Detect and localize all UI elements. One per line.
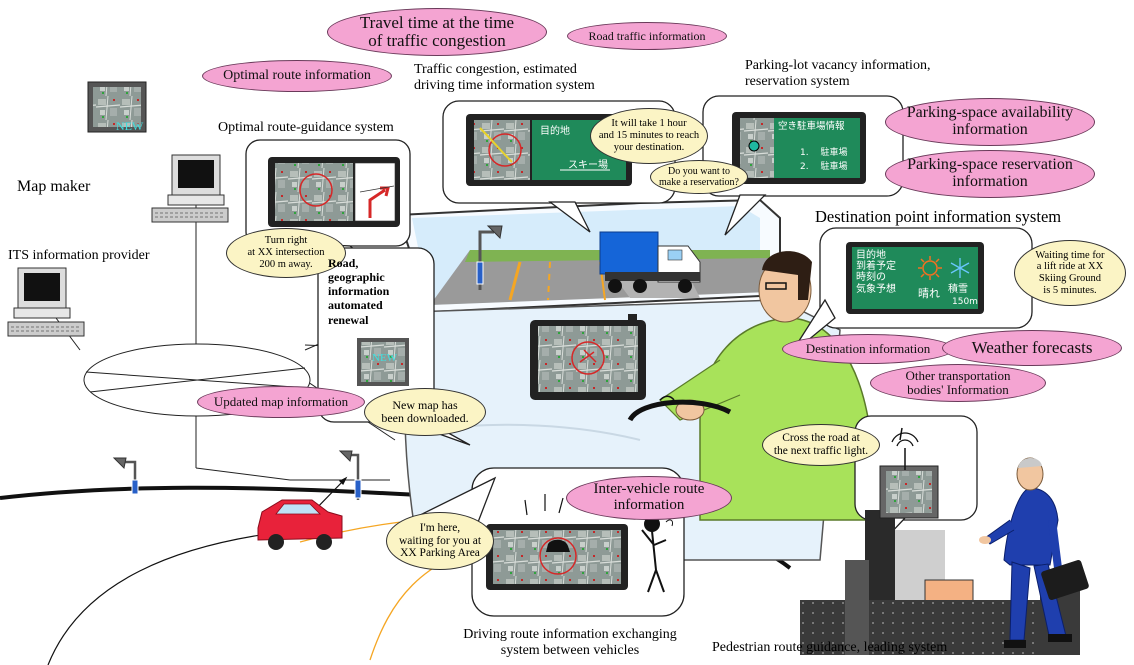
new-map-screen xyxy=(357,338,409,386)
new-map-bubble: New map has been downloaded. xyxy=(364,388,486,436)
reservation-question-bubble: Do you want to make a reservation? xyxy=(650,160,748,194)
im-here-bubble: I'm here, waiting for you at XX Parking … xyxy=(386,512,494,570)
lift-wait-bubble: Waiting time for a lift ride at XX Skiin… xyxy=(1014,240,1126,306)
driver xyxy=(627,251,871,521)
updated-map-tag: Updated map information xyxy=(197,386,365,418)
map-maker-computer-icon xyxy=(87,81,229,223)
new-map-screen-text: NEW xyxy=(372,352,398,364)
travel-duration-bubble: It will take 1 hour and 15 minutes to re… xyxy=(590,108,708,164)
route-screen xyxy=(268,157,400,227)
weather-sunny-text: 晴れ xyxy=(918,287,940,300)
traffic-congestion-system-label: Traffic congestion, estimated driving ti… xyxy=(414,62,595,93)
signal-icon xyxy=(659,395,903,441)
parking-lot-1-text: 1. 駐車場 xyxy=(800,148,848,158)
snow-icon xyxy=(950,258,970,278)
parking-availability-tag: Parking-space availability information xyxy=(885,98,1095,146)
street-lamp-icon xyxy=(476,225,503,290)
turn-right-bubble: Turn right at XX intersection 200 m away… xyxy=(226,228,346,278)
parking-lot-system-label: Parking-lot vacancy information, reserva… xyxy=(745,58,931,89)
driving-route-exchange-label: Driving route information exchanging sys… xyxy=(463,627,677,658)
parking-lot-2-text: 2. 駐車場 xyxy=(800,162,848,172)
travel-time-tag: Travel time at the time of traffic conge… xyxy=(327,8,547,56)
pedestrian-man xyxy=(979,457,1072,648)
weather-snow-text: 積雪 xyxy=(948,284,968,295)
sun-icon xyxy=(918,256,942,280)
optimal-route-info-tag: Optimal route information xyxy=(202,60,392,92)
pedestrian-device-icon xyxy=(879,432,939,519)
destination-point-system-label: Destination point information system xyxy=(815,207,1062,226)
map-maker-new-text: NEW xyxy=(116,119,144,133)
destination-info-tag: Destination information xyxy=(782,334,954,364)
street-lamp-icon-3 xyxy=(338,450,362,500)
street-lamp-icon-2 xyxy=(112,457,139,495)
pedestrian-guidance-label: Pedestrian route guidance, leading syste… xyxy=(712,640,948,655)
weather-depth-text: 150m xyxy=(952,297,978,307)
traffic-destination-text: 目的地 xyxy=(540,126,570,137)
road-traffic-info-tag: Road traffic information xyxy=(567,22,727,50)
briefcase-icon xyxy=(1041,560,1089,600)
car-nav-screen xyxy=(530,314,646,400)
road-renewal-label: Road, geographic information automated r… xyxy=(328,256,390,327)
optimal-route-system-label: Optimal route-guidance system xyxy=(218,120,394,135)
destination-screen xyxy=(846,242,984,314)
car-icon xyxy=(257,499,343,550)
traffic-ski-text: スキー場 xyxy=(568,160,608,171)
cross-road-bubble: Cross the road at the next traffic light… xyxy=(762,424,880,466)
inter-vehicle-screen xyxy=(486,494,628,590)
its-provider-computer-icon xyxy=(7,267,85,337)
parking-title-text: 空き駐車場情報 xyxy=(778,121,845,132)
truck-icon xyxy=(599,231,701,293)
map-maker-label: Map maker xyxy=(17,178,91,195)
other-transport-tag: Other transportation bodies' Information xyxy=(870,364,1046,402)
parking-screen xyxy=(732,112,866,184)
its-provider-label: ITS information provider xyxy=(8,248,150,263)
parking-reservation-tag: Parking-space reservation information xyxy=(885,150,1095,198)
weather-forecasts-tag: Weather forecasts xyxy=(942,330,1122,366)
inter-vehicle-tag: Inter-vehicle route information xyxy=(566,476,732,520)
destination-screen-lines: 目的地 到着予定 時刻の 気象予想 xyxy=(856,250,896,295)
